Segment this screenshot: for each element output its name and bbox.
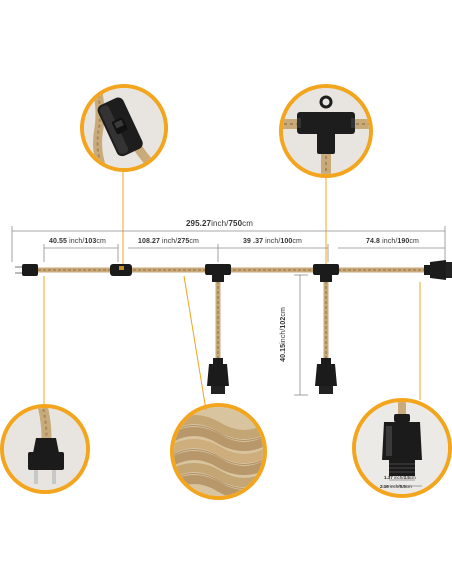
end-socket-part	[424, 260, 452, 280]
rope-cord-icon	[174, 407, 263, 496]
tee-to-end-label: 74.8 inch/190cm	[366, 238, 419, 245]
switch-to-tee-label: 108.27 inch/275cm	[138, 238, 199, 245]
tee-to-tee-label: 39 .37 inch/100cm	[243, 238, 302, 245]
socket-closeup	[352, 398, 452, 498]
cord-leader-line	[183, 275, 207, 411]
rope-cord-closeup	[170, 403, 267, 500]
socket-icon	[356, 402, 448, 494]
plug-to-switch-label: 40.55 inch/103cm	[49, 238, 106, 245]
socket-top-width-label: 1.37 inch/3.5cm	[384, 475, 416, 480]
tee-part-1	[205, 264, 231, 282]
tee-part-2	[313, 264, 339, 282]
hanging-socket-1	[207, 358, 229, 394]
tee-connector-icon	[283, 88, 369, 174]
plug-part	[15, 264, 38, 276]
hanging-socket-2	[315, 358, 337, 394]
plug-icon	[4, 408, 86, 490]
drop-length-label: 40.15inch/102cm	[279, 307, 287, 362]
switch-closeup	[80, 84, 168, 172]
plug-closeup	[0, 404, 90, 494]
dimension-lines	[11, 226, 446, 396]
total-length-label: 295.27inch/750cm	[186, 219, 254, 228]
socket-bottom-width-label: 2.16 inch/5.5cm	[380, 484, 412, 489]
switch-icon	[84, 88, 164, 168]
tee-connector-closeup	[279, 84, 373, 178]
